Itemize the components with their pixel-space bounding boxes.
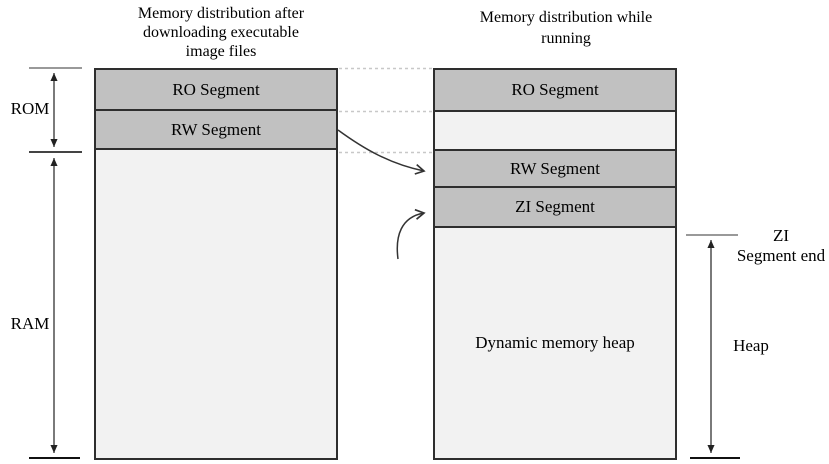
rw-copy-arrow <box>337 129 426 175</box>
heap-label: Heap <box>733 336 769 355</box>
right-gap-region <box>435 112 675 151</box>
right-rw-segment: RW Segment <box>435 151 675 188</box>
dynamic-memory-heap-label: Dynamic memory heap <box>475 333 635 352</box>
right-zi-segment-label: ZI Segment <box>515 197 595 216</box>
left-column-title: Memory distribution after downloading ex… <box>137 5 305 60</box>
rom-label: ROM <box>10 99 50 118</box>
right-ro-segment: RO Segment <box>435 70 675 112</box>
right-column-title: Memory distribution while running <box>479 9 653 47</box>
left-rw-segment-label: RW Segment <box>171 119 261 139</box>
ram-dimension-arrow <box>29 158 80 459</box>
zi-init-arrow <box>396 208 426 260</box>
ram-label: RAM <box>10 314 50 333</box>
right-memory-column: RO Segment RW Segment ZI Segment Dynamic… <box>433 68 677 460</box>
right-heap-region: Dynamic memory heap <box>435 228 675 458</box>
left-rw-segment: RW Segment <box>96 111 336 150</box>
zi-segment-end-label: ZI Segment end <box>736 226 826 265</box>
right-zi-segment: ZI Segment <box>435 188 675 228</box>
right-ro-segment-label: RO Segment <box>511 80 599 99</box>
dotted-connector-lines <box>339 67 432 154</box>
left-memory-column: RO Segment RW Segment <box>94 68 338 460</box>
right-rw-segment-label: RW Segment <box>510 158 600 178</box>
left-ro-segment: RO Segment <box>96 70 336 111</box>
left-empty-region <box>96 150 336 458</box>
left-ro-segment-label: RO Segment <box>172 79 260 99</box>
